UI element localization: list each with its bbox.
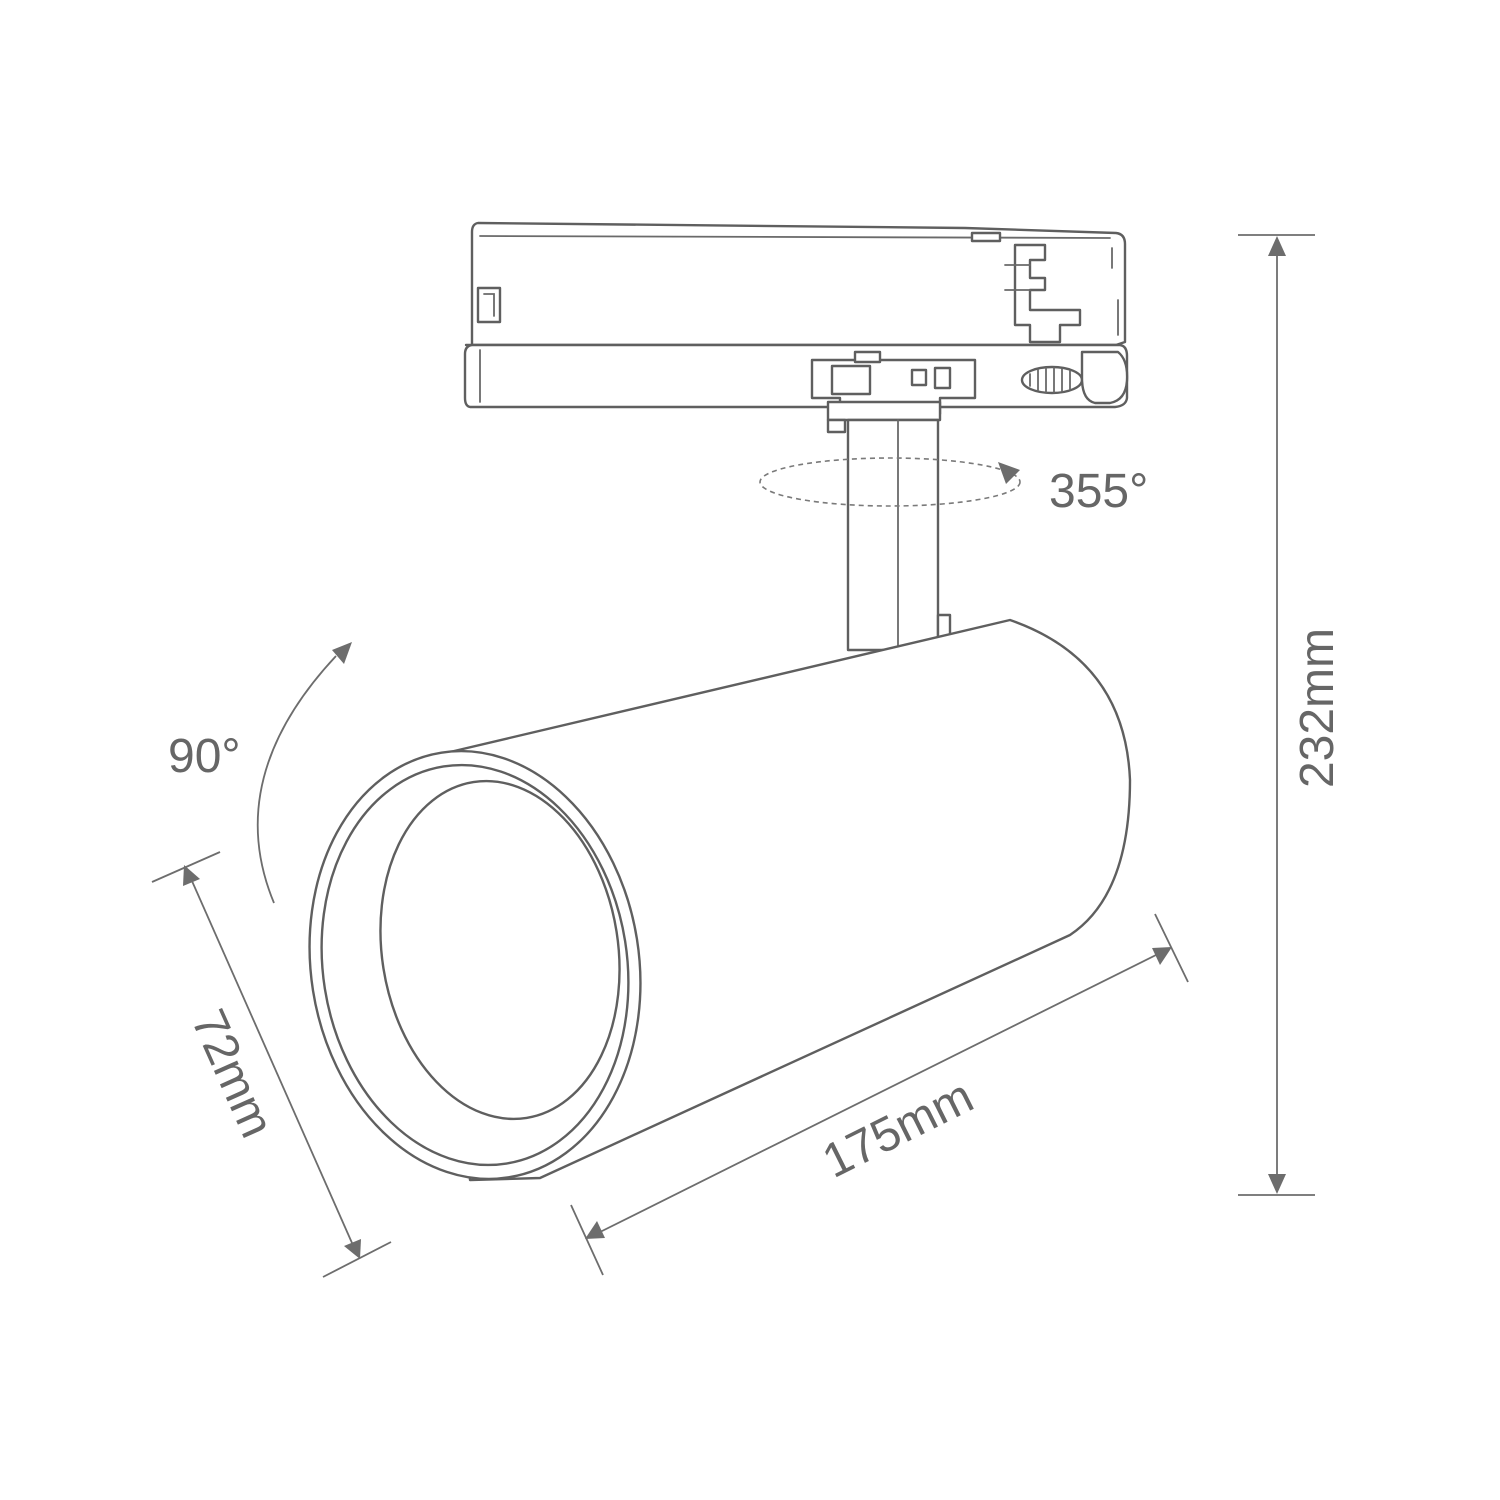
adapter-latch-top: [853, 350, 882, 364]
adapter-end-cap: [1080, 350, 1129, 405]
rotation-indicator: [759, 457, 1021, 507]
rotation-arrowhead: [998, 462, 1020, 484]
adapter-switch-1: [910, 368, 928, 387]
height-dimension: 232mm: [1238, 234, 1344, 1196]
diameter-arrow-bottom: [344, 1239, 361, 1259]
adapter-top-edge: [479, 235, 1111, 239]
diameter-extension-bottom: [322, 1241, 392, 1278]
tilt-label: 90°: [168, 730, 241, 783]
adapter-bracket-tab: [826, 418, 847, 434]
diameter-arrow-top: [183, 865, 200, 886]
adapter-top-notch: [970, 231, 1002, 243]
length-extension-right: [1154, 913, 1189, 983]
length-arrow-right: [1152, 947, 1172, 965]
height-arrow-bottom: [1268, 1174, 1286, 1194]
adapter-contact-lines: [1004, 247, 1119, 336]
diameter-dimension-line: [187, 871, 357, 1253]
adapter-bracket: [826, 400, 942, 422]
diameter-label: 72mm: [181, 1002, 284, 1145]
adapter-left-clip-detail: [483, 293, 495, 317]
stem: [846, 418, 952, 652]
adapter-switch-2: [933, 366, 952, 390]
length-arrow-left: [585, 1221, 605, 1239]
length-label: 175mm: [815, 1070, 982, 1189]
tilt-arc: [256, 655, 337, 904]
adapter-knob: [1020, 365, 1084, 395]
adapter-upper-body: [470, 221, 1127, 347]
lamp-head: [308, 618, 1132, 1182]
adapter-contact-slots: [1013, 243, 1082, 344]
adapter-latch-button: [830, 364, 872, 396]
lamp-lens: [379, 779, 621, 1121]
length-extension-left: [570, 1204, 604, 1276]
track-adapter: [463, 221, 1129, 434]
length-dimension-line: [591, 949, 1167, 1237]
rotation-dashed-ellipse: [759, 457, 1021, 507]
tilt-indicator: 90°: [168, 642, 352, 904]
adapter-knob-knurl: [1029, 367, 1071, 393]
rotation-label: 355°: [1049, 465, 1148, 518]
height-label: 232mm: [1291, 628, 1344, 788]
tilt-arrowhead: [332, 642, 352, 664]
height-arrow-top: [1268, 236, 1286, 256]
stem-body: [846, 418, 940, 652]
